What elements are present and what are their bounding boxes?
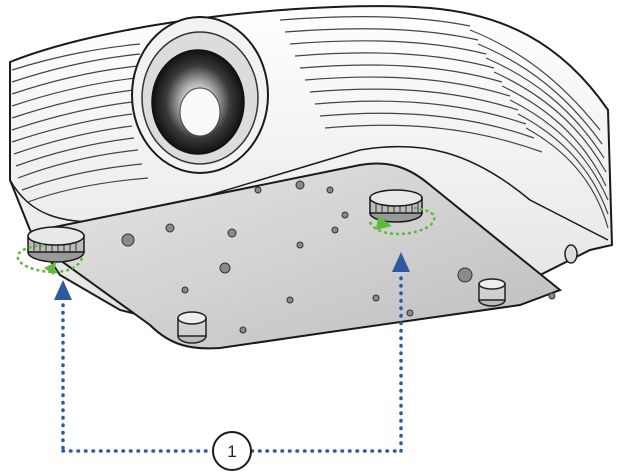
vent-ribs (11, 16, 609, 229)
rotate-arrow-right-icon (368, 206, 436, 236)
projector-lens (131, 16, 269, 174)
guide-arrow-left-icon (54, 280, 72, 300)
rear-foot-right (478, 278, 506, 307)
rotate-arrow-left-head-icon (44, 262, 56, 275)
adjustable-foot-right-icon (369, 189, 423, 223)
callout-number: 1 (227, 442, 236, 461)
rear-foot-left (177, 311, 207, 344)
rotate-arrow-right-head-icon (376, 216, 392, 230)
callout-badge: 1 (212, 431, 252, 471)
guide-arrow-right-icon (392, 252, 410, 272)
guide-line (61, 276, 403, 453)
projector-base-plate (38, 162, 578, 350)
rotate-arrow-left-icon (16, 243, 84, 274)
screw-holes (121, 180, 556, 334)
adjustable-foot-left-icon (27, 226, 85, 263)
